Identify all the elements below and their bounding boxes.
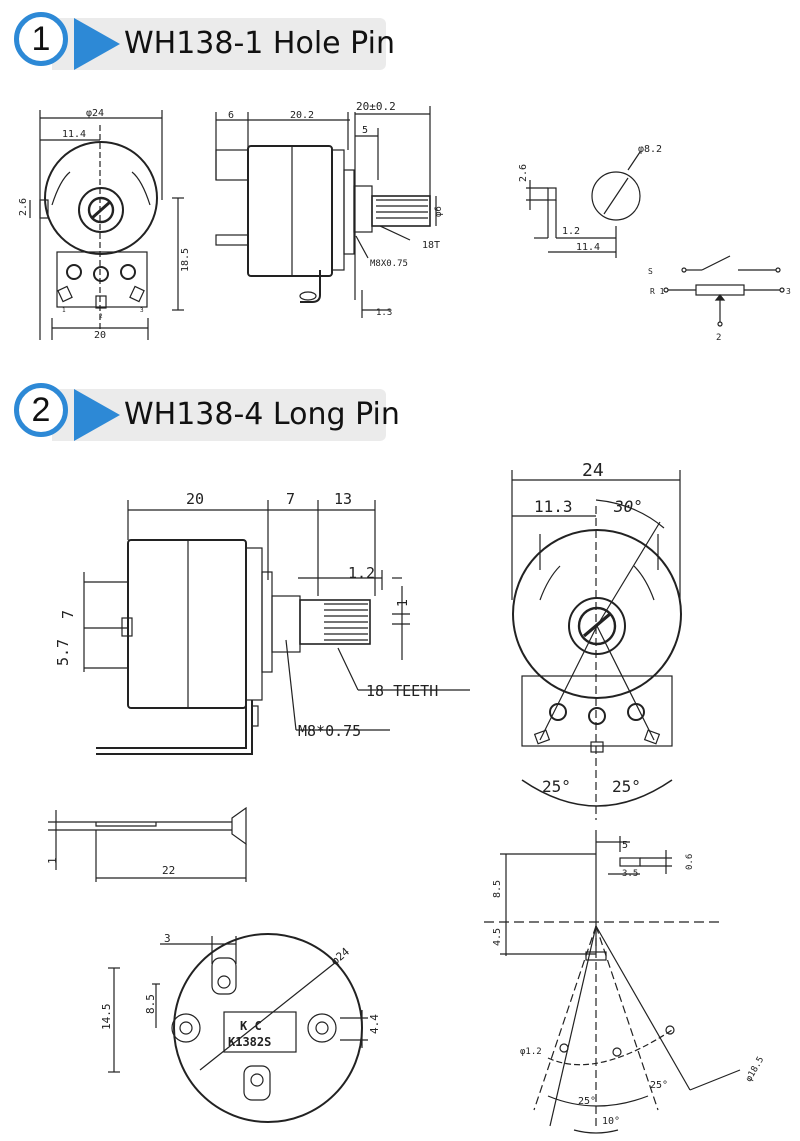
section-title: WH138-4 Long Pin xyxy=(124,397,400,432)
s1-wiring-schematic: S R 1 3 2 xyxy=(648,255,791,343)
dim-24: 24 xyxy=(582,460,604,481)
s2-pin-detail: 1 22 xyxy=(46,806,247,882)
schematic-r1-label: R 1 xyxy=(650,287,665,296)
dim-18t: 18T xyxy=(422,240,440,251)
angle-25-left: 25° xyxy=(542,777,571,796)
schematic-s-label: S xyxy=(648,267,653,276)
dim-11-4b: 11.4 xyxy=(576,242,600,253)
dim-5: 5 xyxy=(622,840,628,851)
dim-d8-2: φ8.2 xyxy=(638,144,662,155)
dim-8-5b: 8.5 xyxy=(492,880,503,898)
dim-18-5: 18.5 xyxy=(180,248,191,272)
banner-arrow xyxy=(74,18,120,70)
angle-25-right: 25° xyxy=(612,777,641,796)
dim-22: 22 xyxy=(162,864,175,877)
s2-pin-angle-diagram: 5 3.5 0.6 8.5 4.5 φ1.2 φ18.5 25° 25° 10° xyxy=(484,830,766,1134)
dim-5: 5 xyxy=(362,125,368,136)
angle-25-bottom-right: 25° xyxy=(650,1080,668,1091)
dim-7-vertical: 7 xyxy=(59,610,77,619)
angle-10: 10° xyxy=(602,1116,620,1127)
dim-18-teeth: 18 TEETH xyxy=(366,682,438,700)
dim-8-5: 8.5 xyxy=(144,994,157,1014)
dim-13: 13 xyxy=(334,490,352,508)
schematic-pin2-label: 2 xyxy=(716,333,721,343)
dim-11-3: 11.3 xyxy=(534,497,573,516)
angle-30: 30° xyxy=(613,497,643,516)
part-label-line2: K1382S xyxy=(228,1035,271,1049)
section-number-badge: 2 xyxy=(14,383,68,437)
dim-14-5: 14.5 xyxy=(100,1004,113,1031)
dim-1b: 1 xyxy=(46,857,59,864)
pin-3-label: 3 xyxy=(140,307,144,314)
schematic-pin3-label: 3 xyxy=(786,287,791,296)
dim-20: 20 xyxy=(94,330,106,341)
dim-7: 7 xyxy=(286,490,295,508)
angle-25-bottom-left: 25° xyxy=(578,1096,596,1107)
dim-20-2: 20.2 xyxy=(290,110,314,121)
dim-3: 3 xyxy=(164,932,171,945)
s1-shaft-end-view: φ8.2 2.6 1.2 11.4 xyxy=(518,144,662,258)
dim-d1-2: φ1.2 xyxy=(520,1047,542,1057)
dim-m8: M8X0.75 xyxy=(370,259,408,269)
s2-back-view: 3 φ24 14.5 8.5 4.4 K C K1382S xyxy=(100,932,381,1123)
dim-d24: φ24 xyxy=(86,108,104,119)
dim-0-6: 0.6 xyxy=(685,854,695,870)
dim-3-5: 3.5 xyxy=(622,869,638,879)
dim-d24: φ24 xyxy=(328,945,352,968)
dim-5-7: 5.7 xyxy=(54,639,72,666)
dim-20: 20 xyxy=(186,490,204,508)
dim-d6: φ6 xyxy=(434,206,444,217)
section-number-badge: 1 xyxy=(14,12,68,66)
dim-1: 1 xyxy=(396,599,411,607)
s2-front-view: 24 11.3 30° 25° 25° xyxy=(511,460,682,820)
dim-1-2: 1.2 xyxy=(348,564,375,582)
section-2-banner: 2 WH138-4 Long Pin xyxy=(14,383,400,443)
pin-1-label: 1 xyxy=(62,307,66,314)
section-1-banner: 1 WH138-1 Hole Pin xyxy=(14,12,395,72)
dim-4-4: 4.4 xyxy=(368,1014,381,1034)
dim-11-4: 11.4 xyxy=(62,129,86,140)
dim-2-6: 2.6 xyxy=(18,198,29,216)
dim-d18-5: φ18.5 xyxy=(744,1055,766,1083)
s2-side-view: 20 7 13 1.2 7 5.7 1 18 TEETH M8*0.75 xyxy=(54,490,470,755)
dim-4-5: 4.5 xyxy=(492,928,503,946)
dim-1-3: 1.3 xyxy=(376,308,392,318)
banner-arrow xyxy=(74,389,120,441)
dim-6: 6 xyxy=(228,110,234,121)
pin-2-label: 2 xyxy=(99,313,103,320)
section-title: WH138-1 Hole Pin xyxy=(124,26,395,61)
s1-side-view: 6 20.2 20±0.2 5 φ6 18T M8X0.75 1.3 xyxy=(215,100,444,318)
dim-m8: M8*0.75 xyxy=(298,722,361,740)
part-label-line1: K C xyxy=(240,1019,262,1033)
s1-front-view: φ24 11.4 2.6 18.5 20 1 2 3 xyxy=(18,108,191,341)
dim-2-6b: 2.6 xyxy=(518,164,529,182)
dim-20-tolerance: 20±0.2 xyxy=(356,100,396,113)
dim-1-2: 1.2 xyxy=(562,226,580,237)
